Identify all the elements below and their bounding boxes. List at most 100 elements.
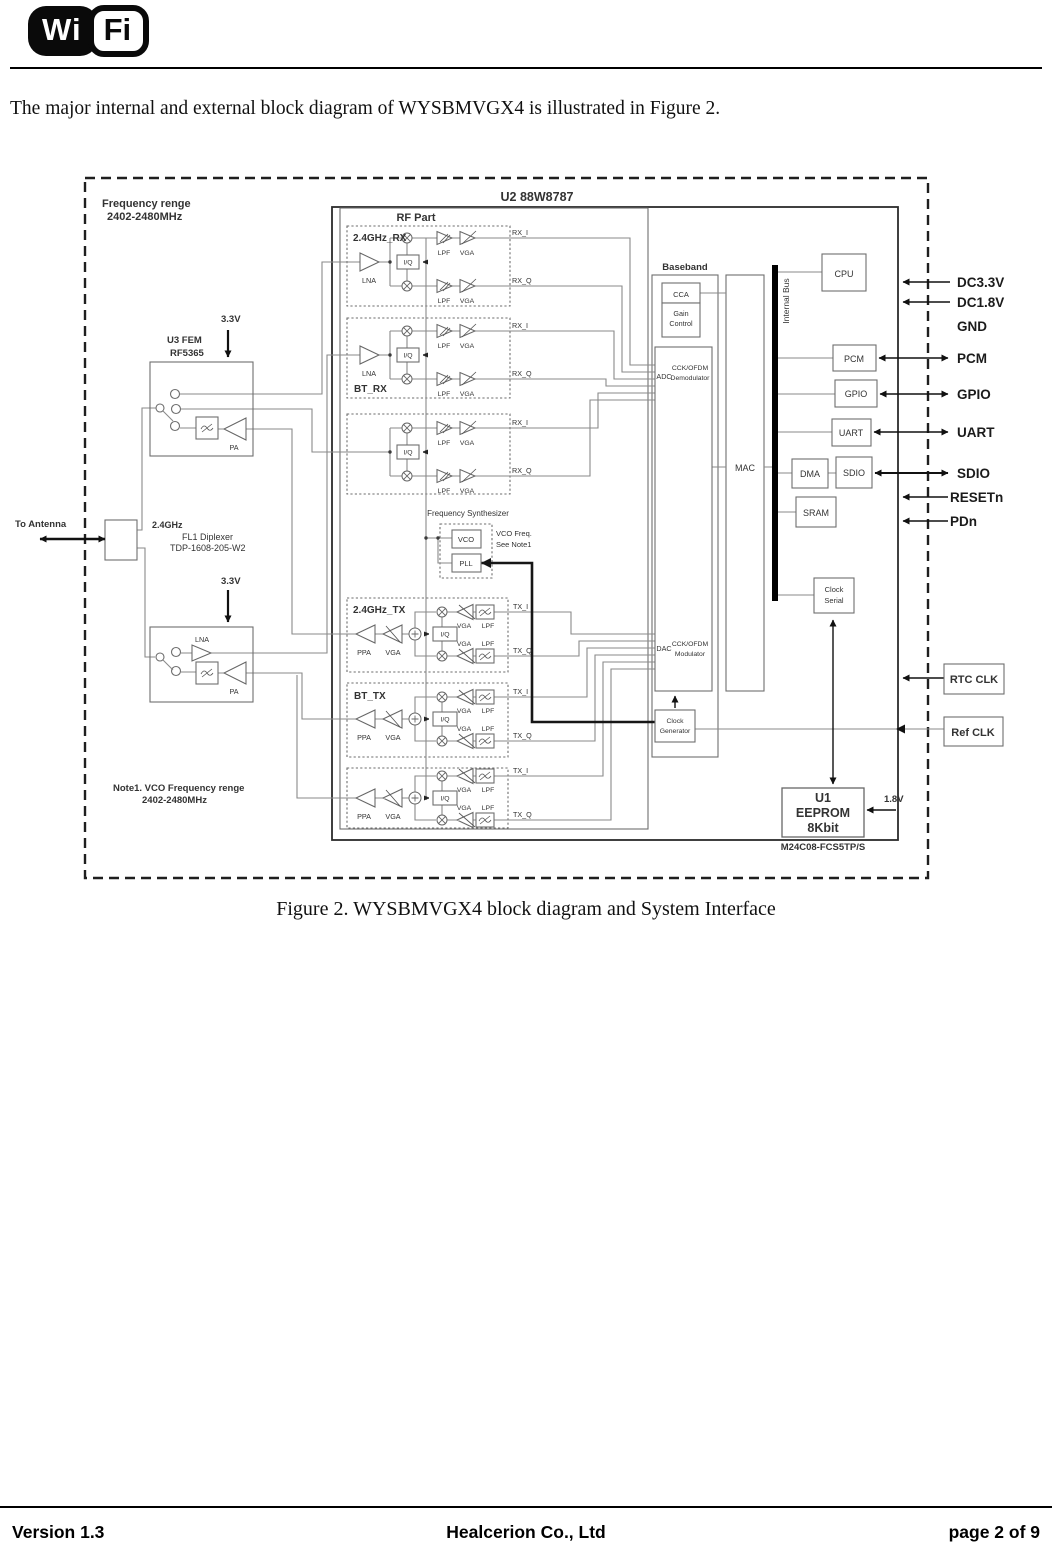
baseband-label: Baseband (662, 262, 708, 273)
ext-pcm-label: PCM (957, 351, 987, 366)
tx2-title: BT_TX (354, 691, 386, 702)
lpf-label: LPF (438, 343, 450, 350)
fem-box (149, 361, 254, 457)
fem-part-label: RF5365 (170, 348, 205, 359)
vga-label: VGA (457, 805, 472, 812)
pcm-label: PCM (844, 354, 864, 364)
amp-glyph-strokes (385, 230, 477, 828)
dma-box (791, 458, 829, 489)
note-line2: 2402-2480MHz (142, 795, 207, 806)
rx-i-label: RX_I (512, 228, 528, 237)
pa-label: PA (229, 443, 238, 452)
mixer-icon (436, 770, 448, 782)
iq-label: I/Q (440, 796, 449, 803)
fem2-box (149, 626, 254, 703)
chip-box (331, 206, 899, 841)
ext-dc18-label: DC1.8V (957, 295, 1004, 310)
tx-internal-wires (375, 611, 476, 821)
clock-serial-box (813, 577, 855, 614)
vga-label: VGA (457, 641, 472, 648)
sum-icon (408, 712, 422, 726)
vco-note-line2: See Note1 (496, 540, 531, 549)
cpu-box (821, 253, 867, 292)
internal-bus-bar (772, 265, 778, 601)
clock-generator-label-2: Generator (660, 728, 691, 735)
ppa-label: PPA (357, 733, 371, 742)
module-boundary (83, 176, 930, 880)
iq-box (396, 254, 420, 270)
vga-label: VGA (460, 298, 475, 305)
rf-part-label: RF Part (396, 212, 435, 224)
mixer-icon (436, 735, 448, 747)
lpf-label: LPF (438, 250, 450, 257)
block-diagram: U2 88W8787 Frequency renge 2402-2480MHz … (15, 176, 1005, 880)
iq-box (432, 790, 458, 806)
tx1-title: 2.4GHz_TX (353, 605, 406, 616)
sum-icon (408, 627, 422, 641)
mixer-icon (436, 606, 448, 618)
ext-uart-label: UART (957, 425, 995, 440)
note-line1: Note1. VCO Frequency renge (113, 783, 244, 794)
eeprom-box (781, 787, 865, 838)
vco-label: VCO (458, 535, 474, 544)
lpf-label: LPF (482, 708, 494, 715)
tx-i-label: TX_I (513, 766, 528, 775)
modulator-label-2: Modulator (675, 651, 706, 658)
cpu-label: CPU (834, 269, 853, 279)
ext-gnd-label: GND (957, 319, 987, 334)
lpf-label: LPF (438, 391, 450, 398)
diplexer-box (104, 519, 138, 561)
vga-label: VGA (385, 648, 400, 657)
footer-page-number: page 2 of 9 (948, 1522, 1040, 1542)
to-antenna-label: To Antenna (15, 519, 67, 530)
rx-i-label: RX_I (512, 418, 528, 427)
sdio-label: SDIO (843, 468, 865, 478)
modulator-label-1: CCK/OFDM (672, 641, 709, 648)
footer-company: Healcerion Co., Ltd (446, 1522, 606, 1542)
iq-label: I/Q (403, 450, 412, 457)
fem-ref-label: U3 FEM (167, 335, 202, 346)
uart-label: UART (839, 428, 864, 438)
signal-wires (493, 237, 655, 821)
ext-resetn-label: RESETn (950, 490, 1003, 505)
tx2-box (346, 682, 509, 758)
vga-label: VGA (460, 440, 475, 447)
iq-label: I/Q (403, 260, 412, 267)
page-footer: Version 1.3 Healcerion Co., Ltd page 2 o… (12, 1522, 1040, 1543)
ref-clk-box (943, 716, 1004, 747)
mac-box (725, 274, 765, 692)
gain-control-label-1: Gain (673, 309, 688, 318)
diplexer-part-label: TDP-1608-205-W2 (170, 543, 246, 553)
gain-control-box (661, 302, 701, 338)
cca-label: CCA (673, 290, 689, 299)
mixer-icon (436, 691, 448, 703)
gpio-label: GPIO (845, 389, 868, 399)
vga-label: VGA (385, 812, 400, 821)
diplexer-freq-label: 2.4GHz (152, 520, 183, 530)
wifi-logo-fi: Fi (87, 5, 150, 57)
lna-label: LNA (195, 635, 209, 644)
vga-label: VGA (385, 733, 400, 742)
ppa-label: PPA (357, 648, 371, 657)
lpf-label: LPF (438, 440, 450, 447)
rx3-box (346, 413, 511, 495)
rf-part-box (339, 207, 649, 830)
tx1-box (346, 597, 509, 673)
sdio-box (835, 456, 873, 489)
vga-label: VGA (457, 708, 472, 715)
clock-serial-label-1: Clock (825, 585, 844, 594)
eeprom-supply-label: 1.8V (884, 794, 904, 805)
tx-q-label: TX_Q (513, 810, 532, 819)
iq-label: I/Q (403, 353, 412, 360)
supply-3v3-label: 3.3V (221, 576, 241, 587)
figure-caption: Figure 2. WYSBMVGX4 block diagram and Sy… (276, 898, 776, 920)
eeprom-part-label: M24C08-FCS5TP/S (781, 842, 865, 853)
bus-stub-wires (695, 271, 945, 730)
footer-rule (0, 1506, 1052, 1508)
gain-control-label-2: Control (669, 319, 693, 328)
vco-box (451, 529, 482, 549)
ext-gpio-label: GPIO (957, 387, 991, 402)
mixer-icon (401, 470, 413, 482)
diplexer-name-label: FL1 Diplexer (182, 532, 233, 542)
sram-box (795, 496, 837, 528)
